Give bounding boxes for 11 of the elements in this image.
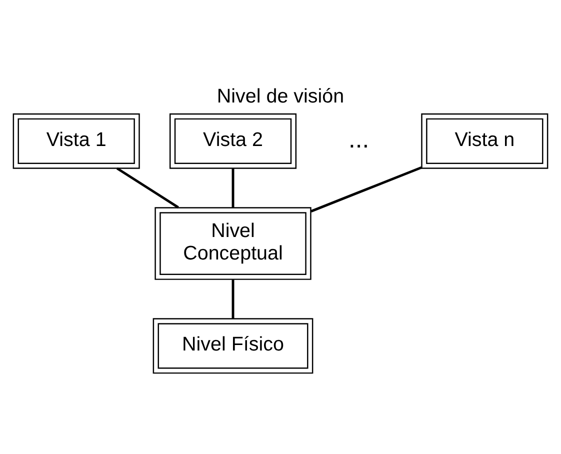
node-box: Vista n: [421, 112, 548, 168]
node-box: Vista 2: [169, 112, 297, 168]
connector: [232, 168, 234, 208]
node-box: Nivel Conceptual: [154, 206, 312, 280]
diagram-title: Nivel de visión: [216, 85, 344, 108]
node-box: Vista 1: [12, 112, 140, 168]
connector: [310, 166, 422, 212]
label: ...: [348, 126, 370, 153]
connector: [232, 279, 234, 318]
connector: [116, 166, 179, 208]
node-box: Nivel Físico: [152, 318, 314, 374]
